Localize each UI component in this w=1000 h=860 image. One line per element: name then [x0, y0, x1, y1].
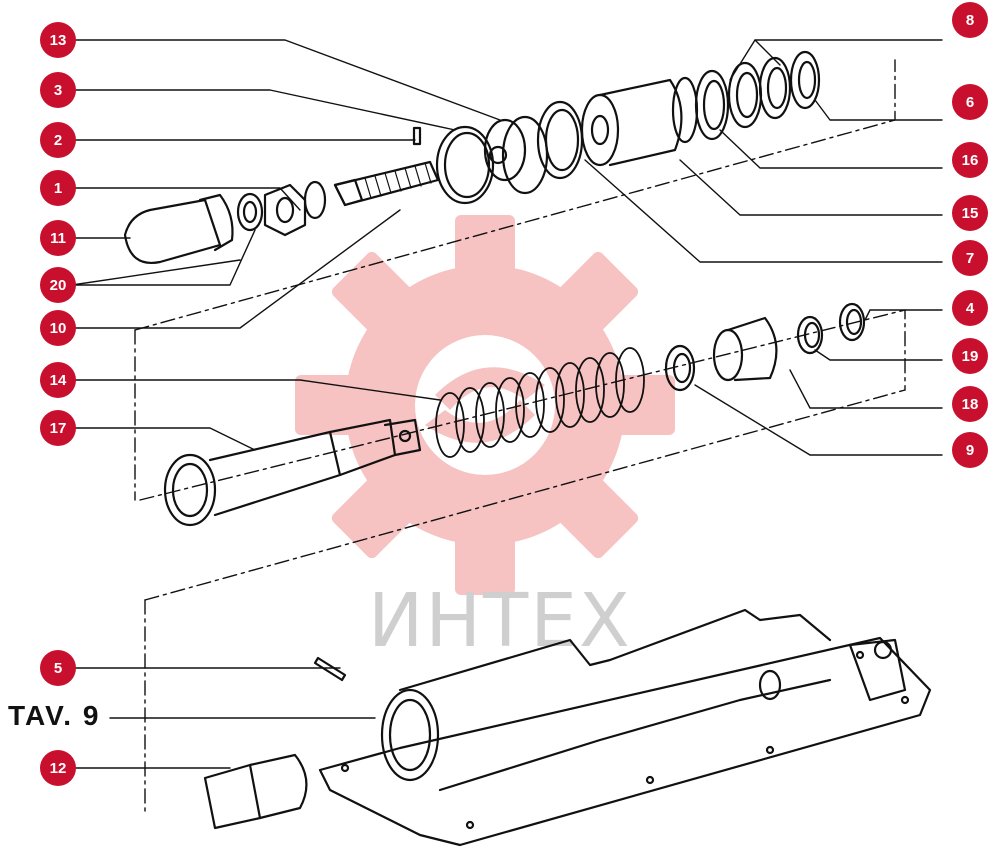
part-sleeve-18	[712, 316, 778, 382]
part-housing	[318, 608, 932, 847]
callout-16[interactable]: 16	[952, 142, 988, 178]
part-plunger-rod-17	[163, 418, 422, 527]
part-end-ring-6	[789, 50, 821, 110]
callout-13[interactable]: 13	[40, 22, 76, 58]
part-flanged-bushing-13	[483, 115, 549, 195]
callout-18[interactable]: 18	[952, 386, 988, 422]
callout-20[interactable]: 20	[40, 267, 76, 303]
part-piston-15	[580, 76, 699, 167]
part-bushing-9	[664, 344, 696, 392]
callout-10[interactable]: 10	[40, 310, 76, 346]
callout-5[interactable]: 5	[40, 650, 76, 686]
part-seal-set-8	[727, 56, 792, 129]
callout-1[interactable]: 1	[40, 170, 76, 206]
callout-7[interactable]: 7	[952, 240, 988, 276]
callout-15[interactable]: 15	[952, 195, 988, 231]
part-snap-ring-4	[838, 302, 866, 342]
part-spring-14	[435, 347, 645, 458]
watermark-brand-text: ИНТЕХ	[368, 578, 632, 664]
part-seal-16	[694, 69, 730, 141]
axis-lines	[134, 59, 906, 816]
callout-6[interactable]: 6	[952, 84, 988, 120]
part-pin-5	[313, 656, 347, 682]
part-slider-block-12	[203, 753, 308, 830]
part-snap-ring-3	[435, 125, 495, 205]
callout-17[interactable]: 17	[40, 410, 76, 446]
callout-4[interactable]: 4	[952, 290, 988, 326]
part-pin-2	[412, 126, 422, 146]
callout-3[interactable]: 3	[40, 72, 76, 108]
callout-12[interactable]: 12	[40, 750, 76, 786]
callout-9[interactable]: 9	[952, 432, 988, 468]
part-end-cap-11	[123, 193, 234, 264]
part-threaded-rod-10	[333, 160, 440, 207]
part-ring-19	[796, 315, 824, 355]
callout-14[interactable]: 14	[40, 362, 76, 398]
callout-2[interactable]: 2	[40, 122, 76, 158]
callout-11[interactable]: 11	[40, 220, 76, 256]
callout-19[interactable]: 19	[952, 338, 988, 374]
callout-8[interactable]: 8	[952, 2, 988, 38]
part-washers-20	[236, 192, 264, 232]
diagram-title: TAV. 9	[8, 700, 101, 731]
part-nut-1	[263, 180, 327, 237]
